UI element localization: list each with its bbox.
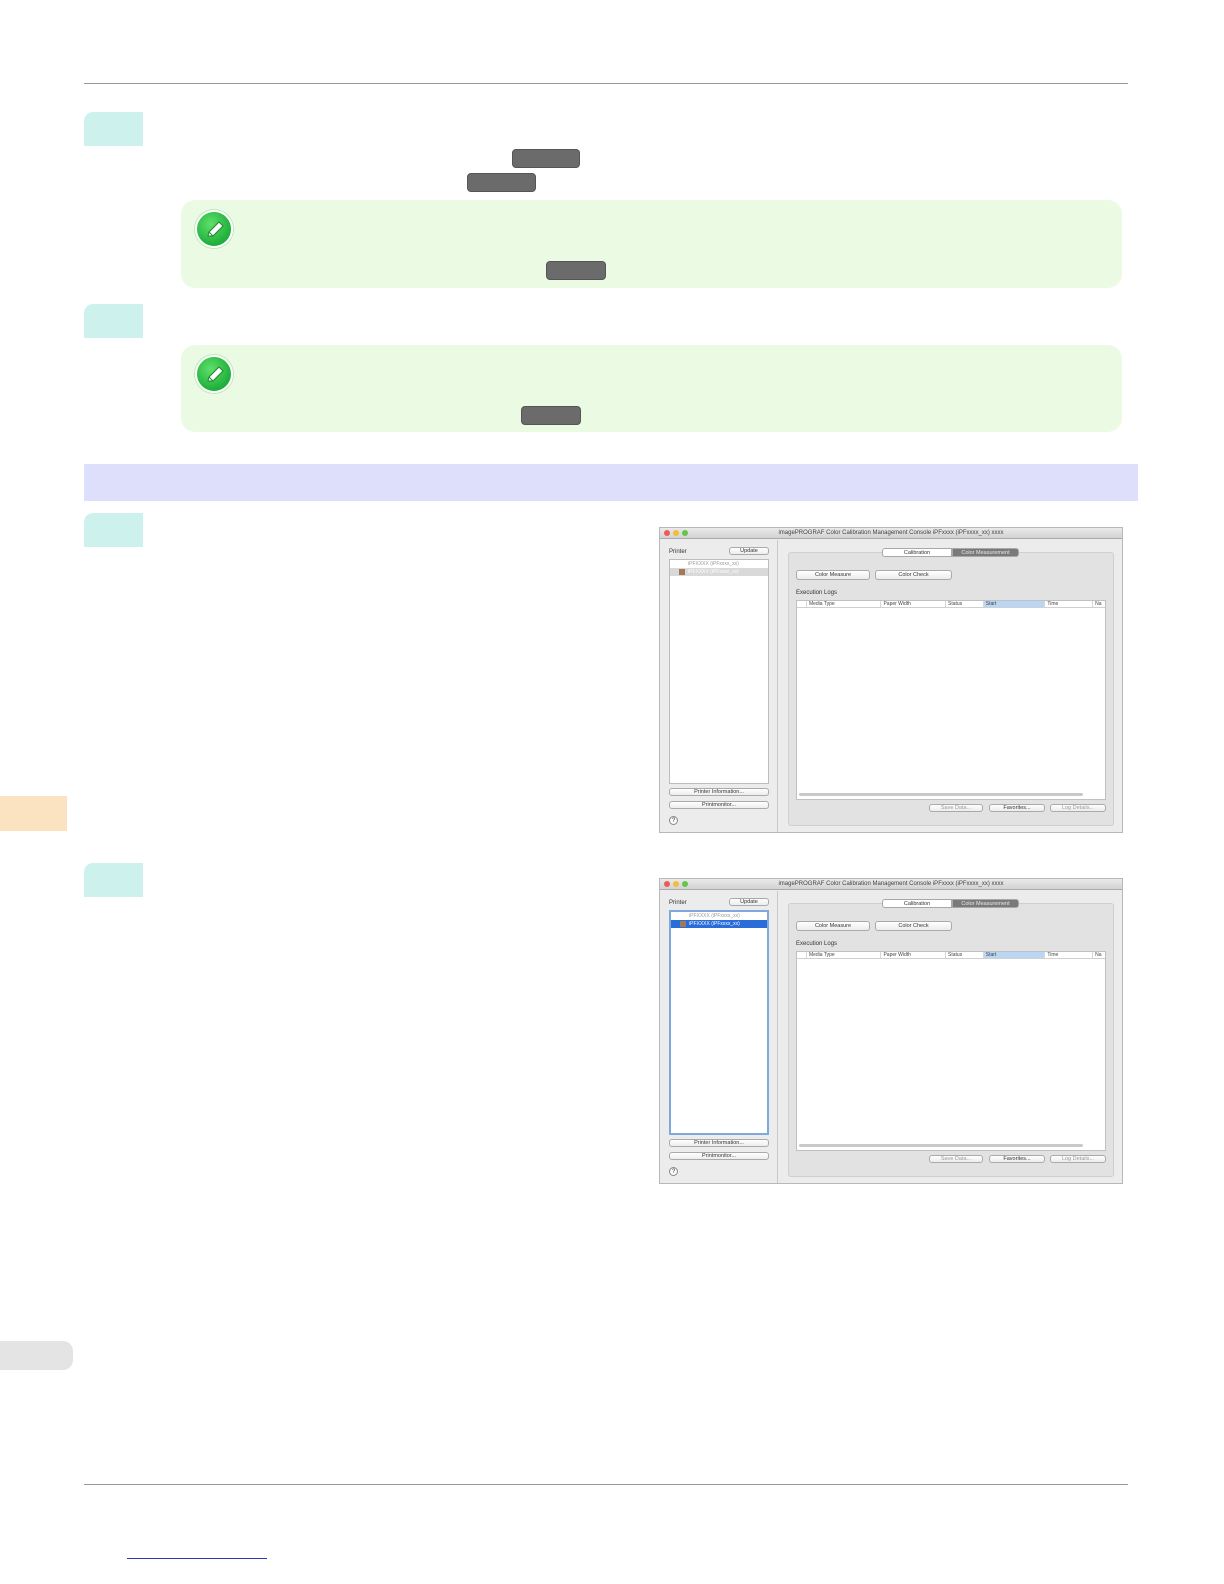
reference-link-badge[interactable] xyxy=(512,149,580,168)
note-pencil-icon xyxy=(195,355,233,393)
printer-list-item-selected[interactable]: iPFXXXX (iPFxxxx_xx) xyxy=(671,920,767,928)
color-measure-button[interactable]: Color Measure xyxy=(796,921,870,931)
chapter-side-tab[interactable] xyxy=(0,796,67,831)
window-title: imagePROGRAF Color Calibration Managemen… xyxy=(778,530,1004,536)
printer-label: Printer xyxy=(669,549,687,555)
column-header[interactable]: Status xyxy=(946,601,984,607)
side-index-tab[interactable] xyxy=(0,1341,73,1370)
printer-name: iPFXXXX (iPFxxxx_xx) xyxy=(688,569,739,575)
tab-bar: Calibration Color Measurement xyxy=(882,548,1019,557)
execution-logs-label: Execution Logs xyxy=(796,590,838,596)
note-pencil-icon xyxy=(195,210,233,248)
close-icon[interactable] xyxy=(664,881,670,887)
log-details-button[interactable]: Log Details... xyxy=(1050,1155,1106,1163)
reference-link-badge[interactable] xyxy=(467,173,536,192)
step-marker xyxy=(84,112,143,146)
column-header-sorted[interactable]: Start xyxy=(983,952,1046,958)
app-window: imagePROGRAF Color Calibration Managemen… xyxy=(659,878,1123,1184)
section-heading-band xyxy=(84,464,1138,501)
printer-label: Printer xyxy=(669,900,687,906)
zoom-icon[interactable] xyxy=(682,881,688,887)
table-header: Media Type Paper Width Status Start Time… xyxy=(797,952,1105,959)
window-titlebar: imagePROGRAF Color Calibration Managemen… xyxy=(660,528,1122,539)
printmonitor-button[interactable]: Printmonitor... xyxy=(669,801,769,809)
favorites-button[interactable]: Favorites... xyxy=(989,804,1045,812)
column-header[interactable]: Na xyxy=(1095,601,1102,607)
printer-icon xyxy=(680,921,686,927)
window-titlebar: imagePROGRAF Color Calibration Managemen… xyxy=(660,879,1122,890)
printer-list-item-selected[interactable]: iPFXXXX (iPFxxxx_xx) xyxy=(670,568,768,576)
color-measurement-pane: Calibration Color Measurement Color Meas… xyxy=(788,548,1114,826)
printer-list[interactable]: iPFXXXX (iPFxxxx_xx) iPFXXXX (iPFxxxx_xx… xyxy=(669,559,769,784)
table-header: Media Type Paper Width Status Start Time… xyxy=(797,601,1105,608)
color-measure-button[interactable]: Color Measure xyxy=(796,570,870,580)
tab-color-measurement[interactable]: Color Measurement xyxy=(952,548,1019,557)
minimize-icon[interactable] xyxy=(673,881,679,887)
printer-list-item[interactable]: iPFXXXX (iPFxxxx_xx) xyxy=(671,912,767,920)
minimize-icon[interactable] xyxy=(673,530,679,536)
execution-logs-table[interactable]: Media Type Paper Width Status Start Time… xyxy=(796,600,1106,800)
help-icon[interactable]: ? xyxy=(669,816,678,825)
color-check-button[interactable]: Color Check xyxy=(875,570,952,580)
log-details-button[interactable]: Log Details... xyxy=(1050,804,1106,812)
reference-link-badge[interactable] xyxy=(521,406,581,425)
step-marker xyxy=(84,304,143,338)
note-box xyxy=(181,200,1122,288)
column-header[interactable]: Paper Width xyxy=(881,952,947,958)
horizontal-scrollbar[interactable] xyxy=(799,1144,1083,1147)
window-title: imagePROGRAF Color Calibration Managemen… xyxy=(778,881,1004,887)
update-button[interactable]: Update xyxy=(729,898,769,906)
printer-icon xyxy=(679,569,685,575)
printer-pane: Printer Update iPFXXXX (iPFxxxx_xx) iPFX… xyxy=(660,891,778,1183)
column-header[interactable]: Time xyxy=(1045,952,1094,958)
column-header[interactable]: Media Type xyxy=(807,601,882,607)
column-header[interactable]: Na xyxy=(1095,952,1102,958)
printer-name: iPFXXXX (iPFxxxx_xx) xyxy=(689,921,740,927)
printer-pane: Printer Update iPFXXXX (iPFxxxx_xx) iPFX… xyxy=(660,540,778,832)
printer-information-button[interactable]: Printer Information... xyxy=(669,1139,769,1147)
help-icon[interactable]: ? xyxy=(669,1167,678,1176)
footer-link-underline[interactable] xyxy=(127,1558,267,1559)
color-measurement-pane: Calibration Color Measurement Color Meas… xyxy=(788,899,1114,1177)
note-box xyxy=(181,345,1122,432)
close-icon[interactable] xyxy=(664,530,670,536)
horizontal-scrollbar[interactable] xyxy=(799,793,1083,796)
tab-bar: Calibration Color Measurement xyxy=(882,899,1019,908)
favorites-button[interactable]: Favorites... xyxy=(989,1155,1045,1163)
tab-color-measurement[interactable]: Color Measurement xyxy=(952,899,1019,908)
app-window: imagePROGRAF Color Calibration Managemen… xyxy=(659,527,1123,833)
printmonitor-button[interactable]: Printmonitor... xyxy=(669,1152,769,1160)
printer-information-button[interactable]: Printer Information... xyxy=(669,788,769,796)
printer-list-item[interactable]: iPFXXXX (iPFxxxx_xx) xyxy=(670,560,768,568)
step-marker xyxy=(84,513,143,547)
printer-name: iPFXXXX (iPFxxxx_xx) xyxy=(689,913,740,919)
step-marker xyxy=(84,863,143,897)
color-check-button[interactable]: Color Check xyxy=(875,921,952,931)
column-header[interactable]: Time xyxy=(1045,601,1094,607)
column-header[interactable]: Status xyxy=(946,952,984,958)
save-data-button[interactable]: Save Data... xyxy=(929,1155,983,1163)
column-header[interactable]: Paper Width xyxy=(881,601,947,607)
printer-list[interactable]: iPFXXXX (iPFxxxx_xx) iPFXXXX (iPFxxxx_xx… xyxy=(669,910,769,1135)
update-button[interactable]: Update xyxy=(729,547,769,555)
column-header-sorted[interactable]: Start xyxy=(983,601,1046,607)
footer-rule xyxy=(84,1484,1128,1485)
tab-calibration[interactable]: Calibration xyxy=(882,899,952,908)
printer-name: iPFXXXX (iPFxxxx_xx) xyxy=(688,561,739,567)
execution-logs-label: Execution Logs xyxy=(796,941,838,947)
execution-logs-table[interactable]: Media Type Paper Width Status Start Time… xyxy=(796,951,1106,1151)
zoom-icon[interactable] xyxy=(682,530,688,536)
reference-link-badge[interactable] xyxy=(546,261,606,280)
column-header[interactable]: Media Type xyxy=(807,952,882,958)
tab-calibration[interactable]: Calibration xyxy=(882,548,952,557)
save-data-button[interactable]: Save Data... xyxy=(929,804,983,812)
header-rule xyxy=(84,83,1128,84)
